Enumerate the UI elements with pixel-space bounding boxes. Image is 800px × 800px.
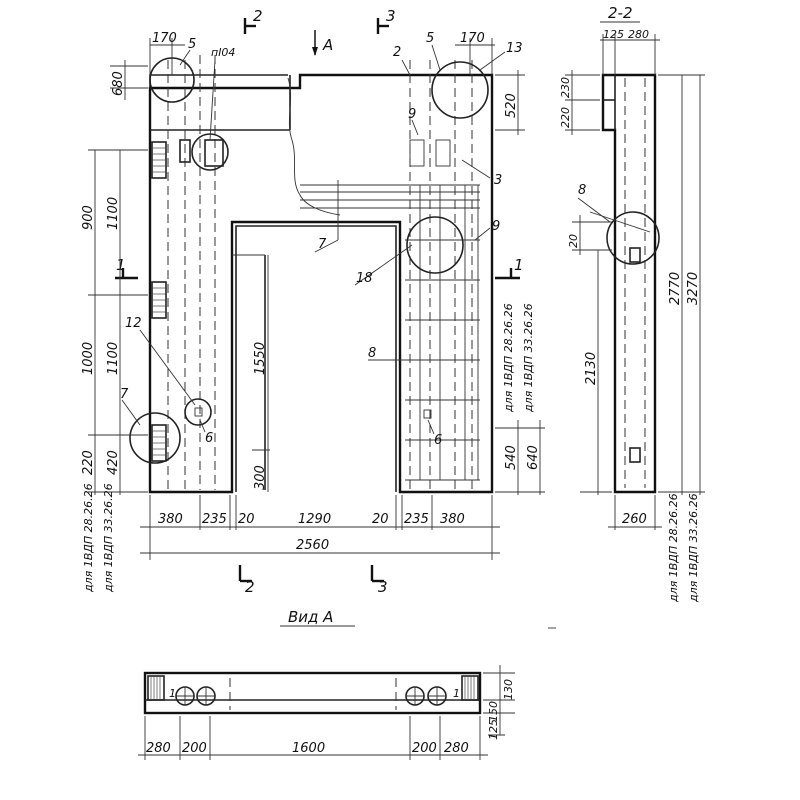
note-sec-1: для 1ВДП 28.26.26 xyxy=(667,493,680,603)
callout-6-left: 6 xyxy=(205,431,213,446)
dim-680: 680 xyxy=(111,71,126,96)
callout-13: 13 xyxy=(506,41,523,56)
dim-300: 300 xyxy=(253,465,268,490)
view-a-dim-125: 125 xyxy=(487,719,500,740)
dim-20-right: 20 xyxy=(372,512,389,527)
cut-label-3-bottom: 3 xyxy=(378,578,388,596)
note-left-2: для 1ВДП 33.26.26 xyxy=(102,483,115,593)
dim-235-left: 235 xyxy=(202,512,227,527)
callout-5-right: 5 xyxy=(426,31,434,46)
note-mid-2: для 1ВДП 33.26.26 xyxy=(522,303,535,413)
sec-dim-260: 260 xyxy=(622,512,647,527)
view-a-title: Вид А xyxy=(288,608,333,626)
dim-1100-upper: 1100 xyxy=(106,197,121,230)
cut-label-1-left: 1 xyxy=(116,256,126,274)
sec-dim-230: 230 xyxy=(559,77,572,98)
dim-380-left: 380 xyxy=(158,512,183,527)
dim-1100-lower: 1100 xyxy=(106,342,121,375)
dim-170-left: 170 xyxy=(152,31,177,46)
dim-520: 520 xyxy=(504,93,519,118)
callout-9-right: 9 xyxy=(492,219,500,234)
callout-12: 12 xyxy=(125,316,142,331)
cut-marks: 2 3 2 3 1 1 А xyxy=(115,7,524,596)
note-mid-1: для 1ВДП 28.26.26 xyxy=(502,303,515,413)
sec-dim-220: 220 xyxy=(559,107,572,128)
callout-2: 2 xyxy=(393,45,401,60)
section-2-2-title: 2-2 xyxy=(608,4,633,22)
dim-220: 220 xyxy=(81,450,96,475)
view-a-dim-280-left: 280 xyxy=(146,741,171,756)
callout-8-main: 8 xyxy=(368,346,376,361)
main-left-dimensions: 900 1100 1000 1100 220 420 680 для 1ВДП … xyxy=(81,60,148,593)
view-a-dim-280-right: 280 xyxy=(444,741,469,756)
dim-1000: 1000 xyxy=(81,342,96,375)
dim-total-width: 2560 xyxy=(296,538,329,553)
callout-3: 3 xyxy=(494,173,502,188)
dim-540: 540 xyxy=(504,445,519,470)
callout-pi04: пI04 xyxy=(211,46,235,59)
callout-5-left: 5 xyxy=(188,37,196,52)
dim-640: 640 xyxy=(526,445,541,470)
main-top-dimensions: 170 170 520 1550 300 540 640 для 1ВДП 28… xyxy=(149,31,545,495)
sec-dim-2130: 2130 xyxy=(584,352,599,385)
callouts: 5 пI04 2 5 13 9 3 9 7 18 8 12 7 6 6 xyxy=(120,31,523,448)
cut-label-2-bottom: 2 xyxy=(245,578,255,596)
callout-6-right: 6 xyxy=(434,433,442,448)
embedded-plates-left xyxy=(151,141,167,462)
view-a: Вид А 1 1 xyxy=(138,608,556,760)
dim-170-right: 170 xyxy=(460,31,485,46)
view-a-dim-1600: 1600 xyxy=(292,741,325,756)
view-a-dim-130: 130 xyxy=(502,679,515,700)
callout-18: 18 xyxy=(356,271,373,286)
detail-circles xyxy=(129,57,489,464)
dim-20-left: 20 xyxy=(238,512,255,527)
sec-dim-20: 20 xyxy=(567,234,580,248)
dim-1550: 1550 xyxy=(253,342,268,375)
sec-dim-280: 280 xyxy=(628,28,649,41)
dim-900: 900 xyxy=(81,205,96,230)
cut-label-1-right: 1 xyxy=(514,256,524,274)
view-a-mark-left: 1 xyxy=(169,687,176,700)
section-2-2: 2-2 8 125 280 230 220 20 2130 xyxy=(559,4,705,603)
note-sec-2: для 1ВДП 33.26.26 xyxy=(687,493,700,603)
view-a-dim-150: 150 xyxy=(487,701,500,722)
dim-380-right: 380 xyxy=(440,512,465,527)
view-arrow-a-label: А xyxy=(322,36,333,54)
cut-label-2-top: 2 xyxy=(253,7,263,25)
dim-235-right: 235 xyxy=(404,512,429,527)
dim-420: 420 xyxy=(106,450,121,475)
main-bottom-dimensions: 380 235 20 1290 20 235 380 2560 xyxy=(140,495,500,560)
cut-label-3-top: 3 xyxy=(386,7,396,25)
sec-dim-2770: 2770 xyxy=(668,272,683,305)
sec-dim-3270: 3270 xyxy=(686,272,701,305)
callout-7-left: 7 xyxy=(120,387,129,402)
view-a-mark-right: 1 xyxy=(453,687,460,700)
note-left-1: для 1ВДП 28.26.26 xyxy=(82,483,95,593)
callout-9-top: 9 xyxy=(408,107,416,122)
callout-7-center: 7 xyxy=(318,237,327,252)
view-a-dim-200-left: 200 xyxy=(182,741,207,756)
callout-8-section: 8 xyxy=(578,183,586,198)
view-a-dim-200-right: 200 xyxy=(412,741,437,756)
dim-1290: 1290 xyxy=(298,512,331,527)
view-a-lifting-loops xyxy=(175,686,447,706)
sec-dim-125: 125 xyxy=(603,28,624,41)
main-elevation xyxy=(129,55,494,494)
